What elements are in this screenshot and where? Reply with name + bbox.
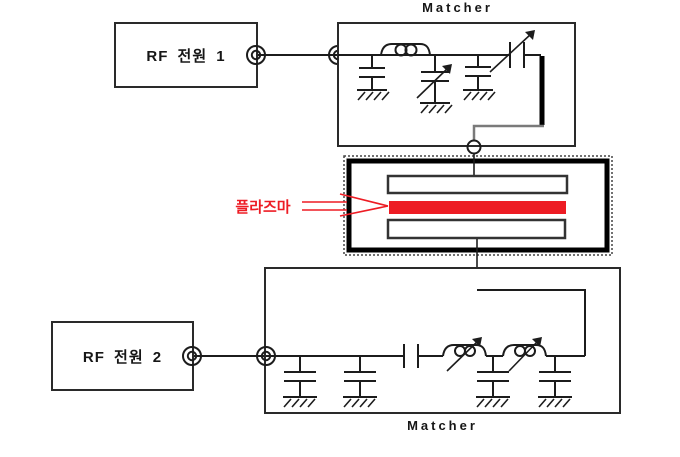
series-capacitor-symbol bbox=[403, 344, 419, 368]
matcher-top-circuit bbox=[338, 30, 545, 141]
coax-connector-icon bbox=[246, 45, 266, 65]
arrow-head bbox=[525, 30, 535, 40]
matcher-top-label: Matcher bbox=[422, 0, 493, 15]
capacitor-symbol bbox=[465, 55, 491, 90]
arrow-head bbox=[532, 337, 542, 347]
upper-electrode bbox=[386, 174, 569, 195]
chamber-dotted-outline bbox=[343, 155, 613, 256]
plasma-chamber bbox=[343, 153, 613, 290]
plasma-callout-arrow bbox=[302, 193, 389, 217]
matcher-bottom-circuit bbox=[266, 289, 586, 408]
matcher-top-box bbox=[337, 22, 576, 147]
coax-connector-icon bbox=[256, 346, 276, 366]
arrow-head bbox=[442, 64, 452, 74]
capacitor-symbol bbox=[359, 55, 385, 90]
matcher-bottom-label: Matcher bbox=[407, 418, 478, 433]
ground-symbol bbox=[538, 396, 572, 408]
variable-inductor-symbol bbox=[442, 337, 487, 372]
rf-source-1-box bbox=[114, 22, 258, 88]
capacitor-symbol bbox=[284, 356, 316, 397]
arrow-head bbox=[472, 337, 482, 347]
plasma-label: 플라즈마 bbox=[235, 199, 291, 216]
ground-symbol bbox=[357, 89, 390, 101]
ground-symbol bbox=[343, 396, 377, 408]
rf-source-2-label: RF 전원 2 bbox=[82, 348, 163, 366]
inductor-symbol bbox=[380, 43, 431, 57]
plasma-region bbox=[389, 201, 566, 214]
ground-symbol bbox=[476, 396, 510, 408]
lower-electrode bbox=[386, 218, 567, 240]
coax-connector-icon bbox=[182, 346, 202, 366]
ground-symbol bbox=[420, 102, 453, 114]
capacitor-symbol bbox=[344, 356, 376, 397]
capacitor-symbol bbox=[477, 356, 509, 397]
feed-wire bbox=[477, 289, 586, 356]
ground-symbol bbox=[463, 89, 496, 101]
rf-source-1-label: RF 전원 1 bbox=[146, 47, 226, 65]
variable-inductor-symbol bbox=[502, 337, 547, 372]
variable-capacitor-symbol bbox=[416, 55, 452, 103]
matcher-bottom-box bbox=[264, 267, 621, 414]
capacitor-symbol bbox=[539, 356, 571, 397]
rf-source-2-box bbox=[51, 321, 194, 391]
series-variable-capacitor-symbol bbox=[489, 30, 535, 73]
ground-symbol bbox=[283, 396, 317, 408]
feed-wire bbox=[472, 124, 544, 141]
